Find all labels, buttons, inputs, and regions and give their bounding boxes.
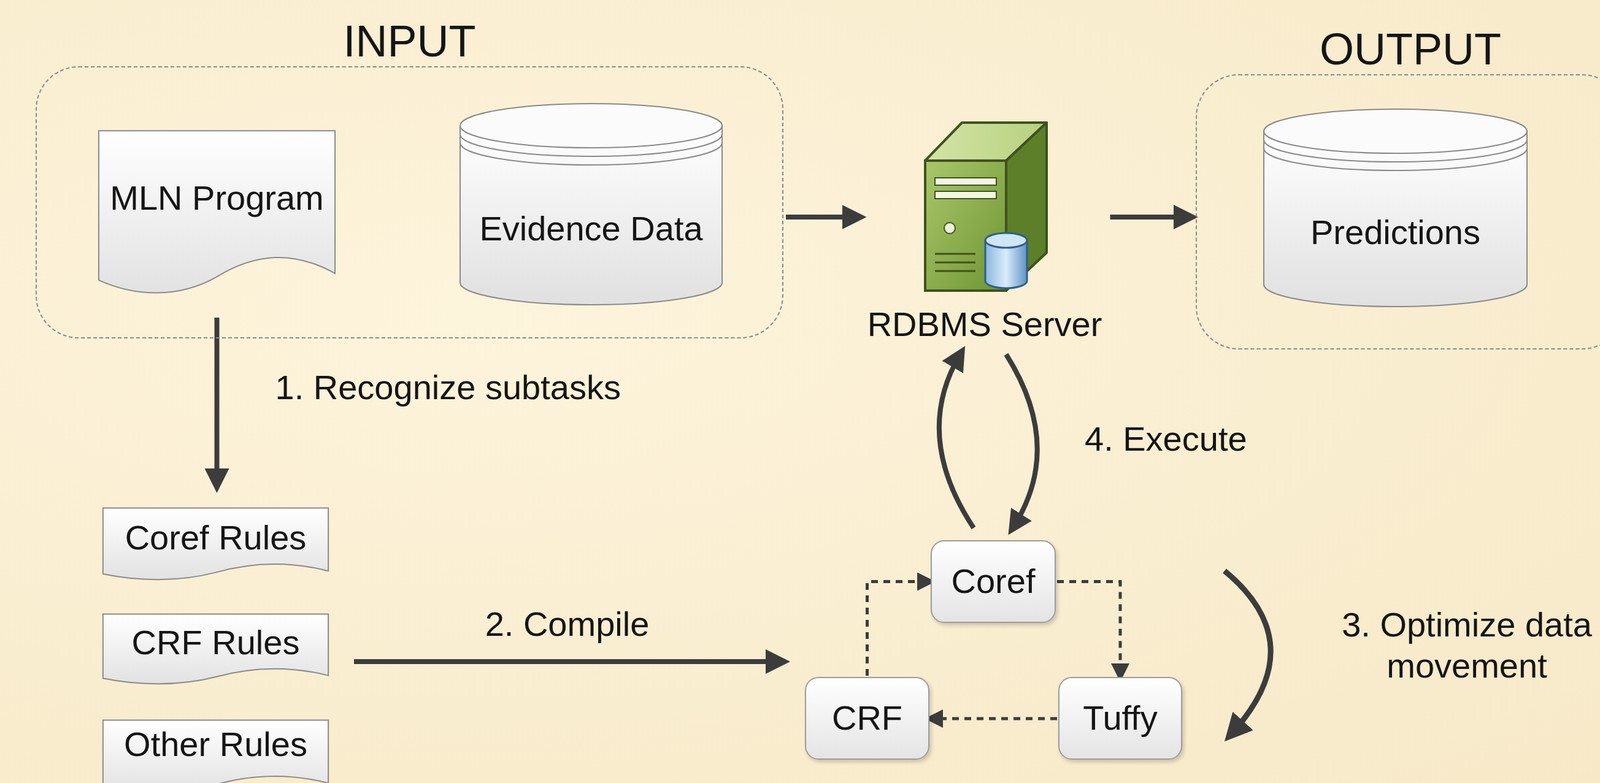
server-icon <box>925 122 1047 291</box>
node-inner: CRF <box>806 678 929 759</box>
connector <box>1006 354 1038 527</box>
document-outline <box>103 508 329 581</box>
cylinder-top <box>1263 109 1527 154</box>
connector <box>353 659 781 665</box>
cylinder-top <box>460 103 723 148</box>
document-node: Coref Rules <box>101 507 330 582</box>
node-inner: CRF Rules <box>101 614 330 686</box>
node-label: RDBMS Server <box>867 304 1103 345</box>
cylinder-shape <box>459 103 723 306</box>
node-inner: Predictions <box>1263 108 1528 308</box>
edge-label: 1. Recognize subtasks <box>275 366 621 408</box>
node-label: CRF <box>831 698 903 739</box>
connector <box>214 317 220 484</box>
node-inner: Other Rules <box>101 720 330 783</box>
node-label: CRF Rules <box>131 622 300 664</box>
group-heading: INPUT <box>343 15 477 67</box>
process-box: CRF <box>804 677 930 761</box>
node-inner: Coref Rules <box>101 507 330 582</box>
cylinder-ring <box>1263 139 1527 162</box>
node-label: Coref <box>951 561 1036 602</box>
connector <box>867 582 929 677</box>
document-outline <box>103 720 329 783</box>
node-label: Evidence Data <box>479 208 703 250</box>
edge-label: 4. Execute <box>1084 418 1248 460</box>
node-inner: RDBMS Server <box>864 122 1106 345</box>
connector <box>939 354 974 529</box>
group-region: OUTPUTPredictions <box>1195 74 1600 350</box>
node-label: Other Rules <box>123 724 308 766</box>
document-node: Other Rules <box>101 720 330 783</box>
node-label: Predictions <box>1310 212 1481 253</box>
node-inner: Coref <box>931 541 1055 623</box>
edge-label: 2. Compile <box>485 603 650 645</box>
connector <box>785 214 858 220</box>
cylinder-ring <box>460 142 723 166</box>
node-inner: Tuffy <box>1059 678 1181 759</box>
group-heading: OUTPUT <box>1319 23 1502 75</box>
cylinder-body <box>460 125 723 305</box>
node-label: Tuffy <box>1082 698 1158 739</box>
node-label: MLN Program <box>109 177 324 219</box>
process-box: Coref <box>930 540 1056 624</box>
step-label: 3. Optimize data movement <box>1341 604 1593 687</box>
cylinder-body <box>1263 131 1527 307</box>
connector <box>931 717 1058 721</box>
node-inner: Evidence Data <box>459 103 723 306</box>
cylinder-ring <box>460 134 723 157</box>
document-node: MLN Program <box>97 130 337 297</box>
database-node: Evidence Data <box>459 103 723 306</box>
server-node: RDBMS Server <box>864 122 1106 345</box>
document-node: CRF Rules <box>101 614 330 686</box>
connector <box>1057 582 1121 676</box>
cylinder-ring <box>1263 148 1527 171</box>
optimize-arrow <box>1224 571 1271 734</box>
cylinder-shape <box>1263 108 1528 308</box>
document-outline <box>98 130 335 293</box>
connector <box>1110 214 1189 220</box>
group-region: INPUTMLN ProgramEvidence Data <box>35 66 784 339</box>
node-label: Coref Rules <box>125 517 307 559</box>
database-node: Predictions <box>1263 108 1528 308</box>
document-outline <box>103 614 329 685</box>
node-inner: MLN Program <box>97 130 337 297</box>
process-box: Tuffy <box>1058 677 1183 761</box>
